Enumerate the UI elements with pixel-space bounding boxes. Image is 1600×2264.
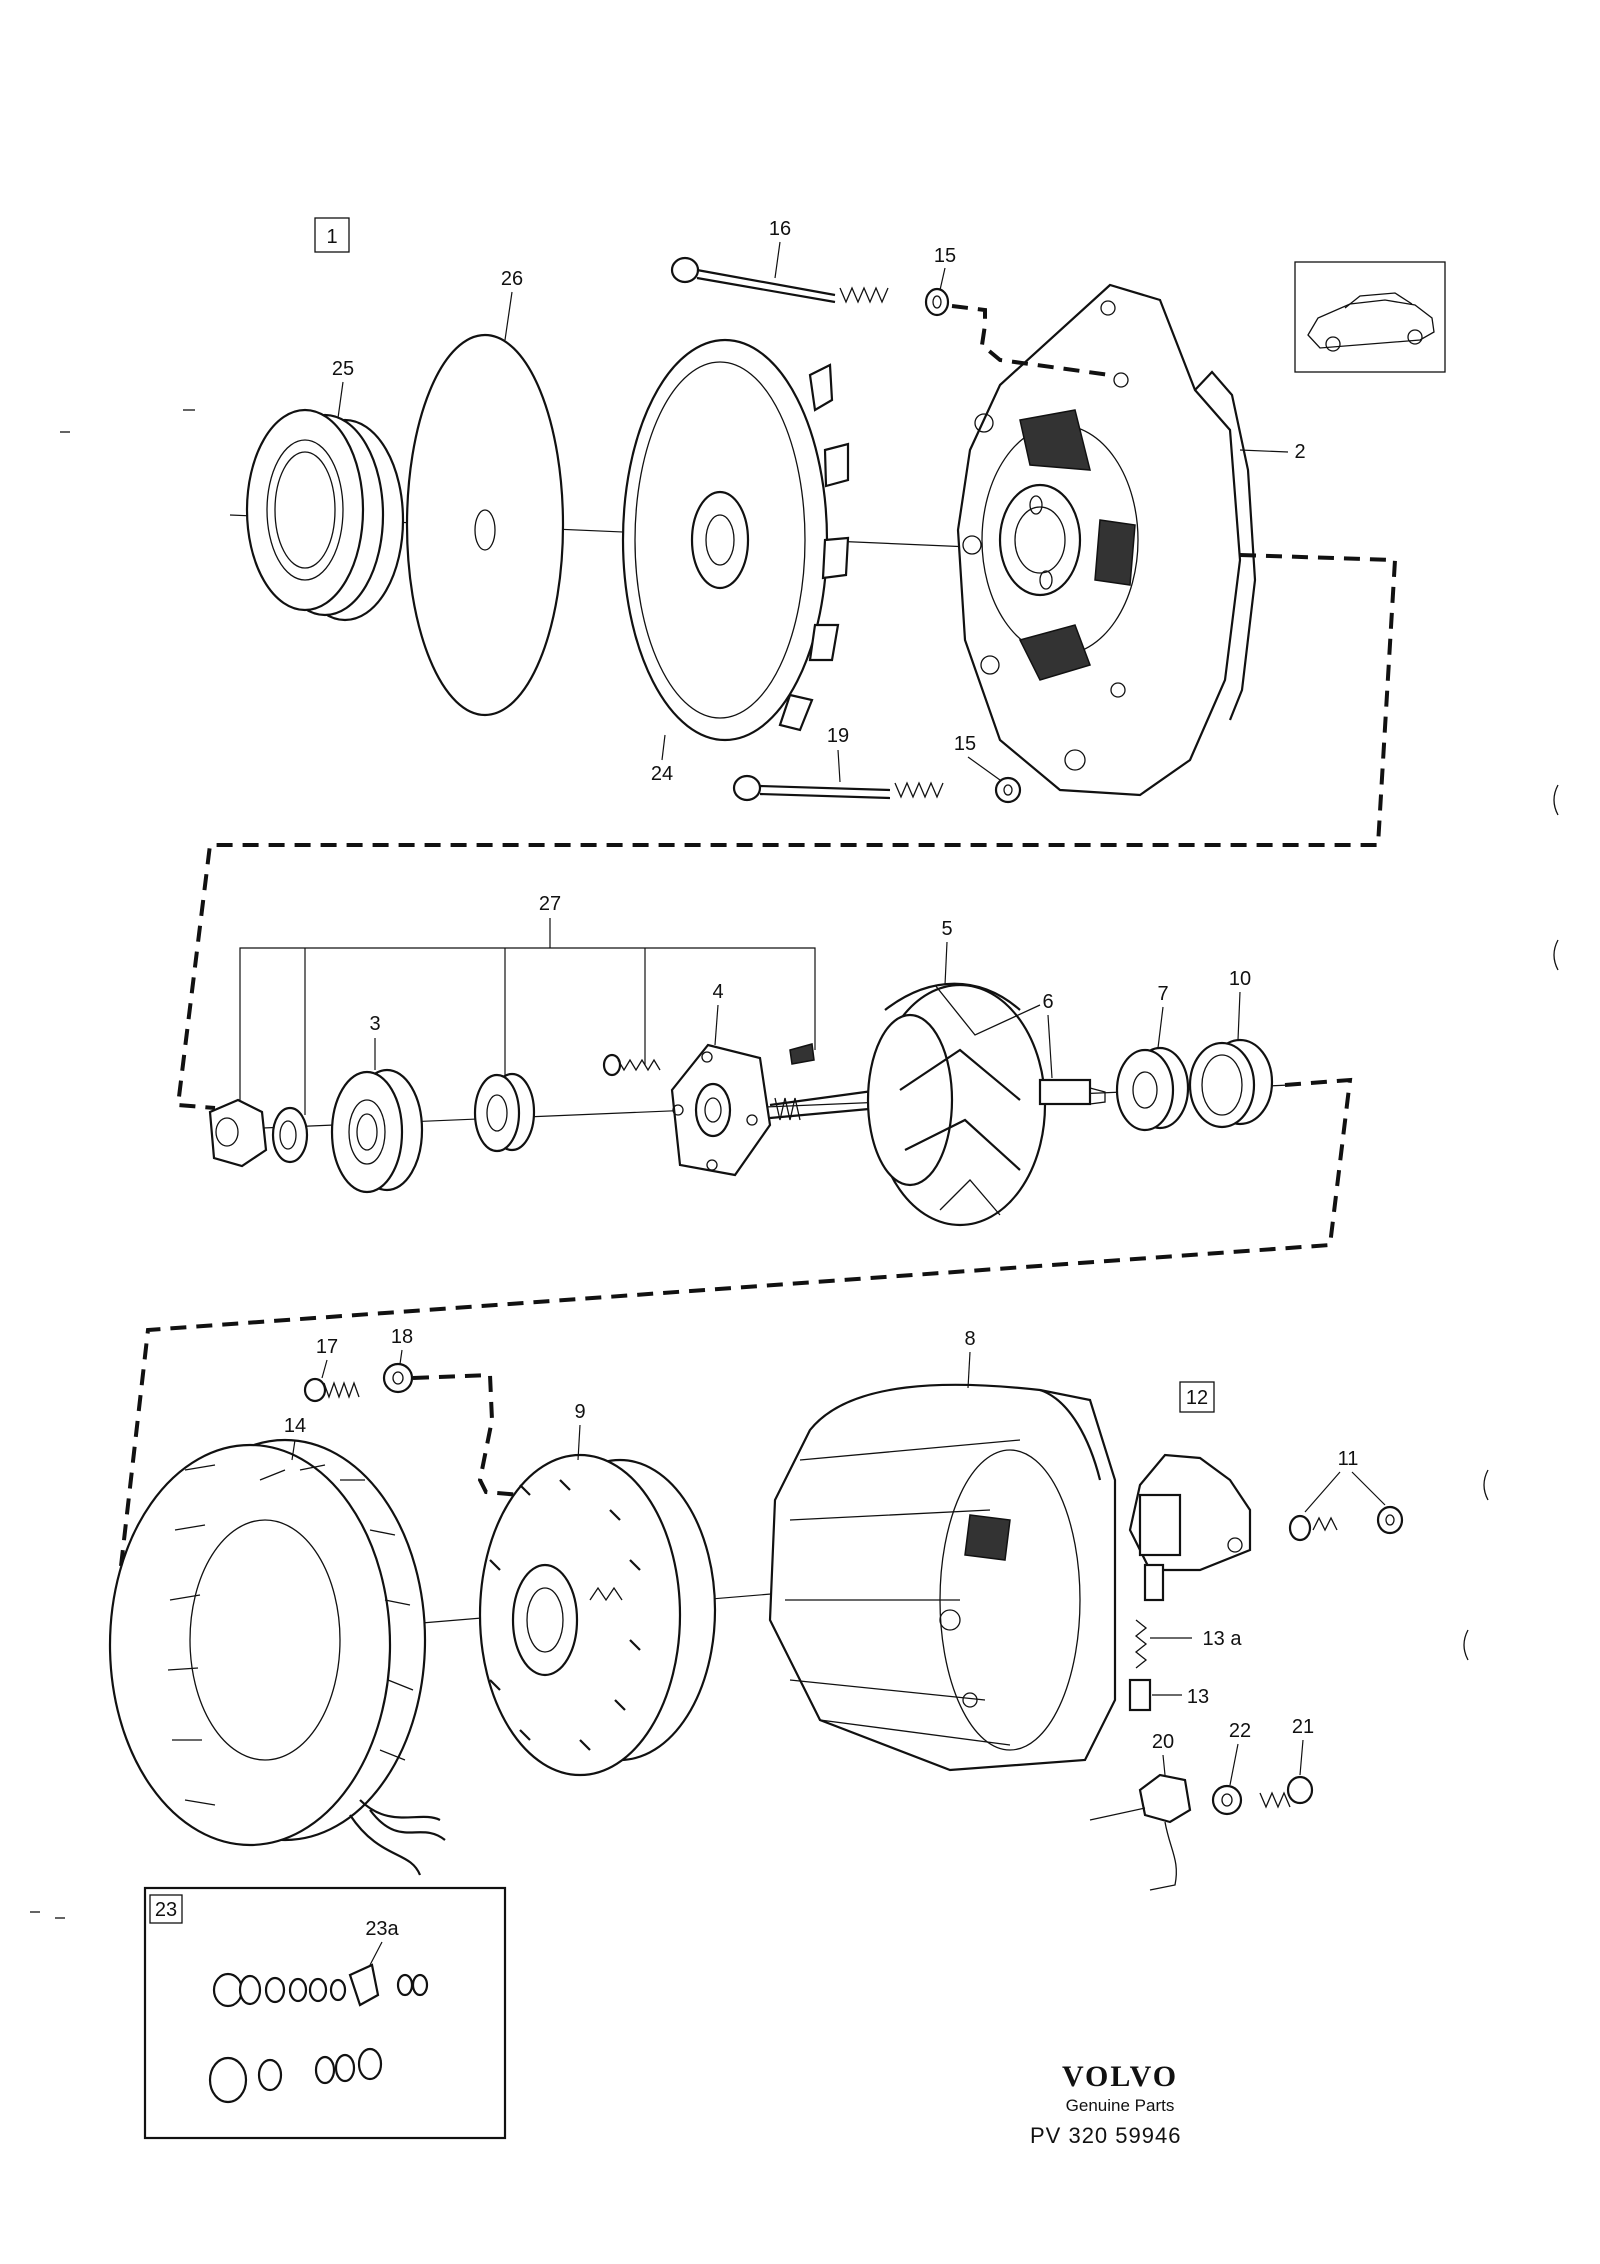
- bearing-front: [330, 1068, 424, 1194]
- washer-lower: [994, 776, 1022, 804]
- callout-9: 9: [574, 1401, 585, 1423]
- carbon-brush: [1128, 1678, 1152, 1712]
- voltage-regulator: [1128, 1453, 1252, 1602]
- callout-18: 18: [391, 1326, 413, 1348]
- rear-housing: [768, 1383, 1117, 1772]
- callout-25: 25: [332, 358, 354, 380]
- box-label-23: 23: [155, 1899, 177, 1921]
- spacer-disc: [405, 333, 565, 717]
- nut: [208, 1098, 268, 1168]
- pulley: [245, 408, 405, 622]
- suppressor-screw: [1259, 1775, 1314, 1809]
- through-bolt-upper: [670, 256, 889, 304]
- suppressor-capacitor: [1089, 1773, 1192, 1891]
- rectifier-diode-plate: [478, 1453, 717, 1777]
- callout-19: 19: [827, 725, 849, 747]
- retainer-screw: [602, 1053, 661, 1077]
- callout-labels: 16 15 26 25 2 24 19 15 27 3 4 5 6 7 10 8…: [284, 218, 1386, 1966]
- callout-14: 14: [284, 1415, 306, 1437]
- scan-margin-marks: [30, 409, 1559, 1919]
- group-box-label: 1: [326, 226, 337, 248]
- lock-washer: [271, 1106, 309, 1164]
- spacer-ring: [473, 1072, 536, 1153]
- callout-10: 10: [1229, 968, 1251, 990]
- front-housing: [956, 283, 1257, 797]
- fan: [621, 338, 850, 742]
- part-number: PV 320 59946: [1030, 2123, 1182, 2148]
- brush-spring: [1134, 1619, 1148, 1669]
- regulator-screw: [1288, 1505, 1404, 1542]
- box-label-12: 12: [1186, 1387, 1208, 1409]
- washer-upper: [924, 287, 950, 317]
- brand-logo-text: VOLVO: [1061, 2060, 1179, 2093]
- callout-27: 27: [539, 893, 561, 915]
- callout-22: 22: [1229, 1720, 1251, 1742]
- callout-15-lower: 15: [954, 733, 976, 755]
- callout-17: 17: [316, 1336, 338, 1358]
- stator-screw-dashed-line: [412, 1372, 521, 1497]
- stator: [108, 1438, 446, 1876]
- bearing-retainer-plate: [670, 1043, 772, 1177]
- stator-washer: [382, 1362, 414, 1394]
- callout-23a: 23a: [365, 1918, 399, 1940]
- callout-11: 11: [1338, 1448, 1359, 1470]
- rotor: [769, 982, 1106, 1227]
- callout-15-upper: 15: [934, 245, 956, 267]
- callout-3: 3: [369, 1013, 380, 1035]
- stator-screw: [303, 1377, 360, 1403]
- car-thumbnail-icon: [1294, 261, 1446, 373]
- group-box-1: 1: [314, 217, 350, 253]
- callout-24: 24: [651, 763, 673, 785]
- bearing-seal: [1188, 1038, 1274, 1129]
- bearing-rear: [1115, 1046, 1190, 1132]
- regulator-group-box-12: 12: [1179, 1381, 1215, 1413]
- callout-6: 6: [1042, 991, 1053, 1013]
- kit-27-bracket: [239, 947, 816, 1115]
- repair-kit-box-23: 23: [143, 1886, 507, 2140]
- middle-bottom-dashed-line: [109, 1077, 1353, 1648]
- suppressor-washer: [1211, 1784, 1243, 1816]
- callout-21: 21: [1292, 1716, 1314, 1738]
- callout-13: 13: [1187, 1686, 1209, 1708]
- woodruff-key: [789, 1043, 815, 1065]
- callout-7: 7: [1157, 983, 1168, 1005]
- callout-5: 5: [941, 918, 952, 940]
- callout-16: 16: [769, 218, 791, 240]
- callout-4: 4: [712, 981, 723, 1003]
- volvo-brand-block: VOLVO Genuine Parts: [1030, 2060, 1210, 2116]
- callout-8: 8: [964, 1328, 975, 1350]
- upper-bolt-dashed-line: [951, 304, 1111, 377]
- callout-13a: 13 a: [1203, 1628, 1243, 1650]
- callout-2: 2: [1294, 441, 1305, 463]
- through-bolt-lower: [732, 774, 944, 802]
- callout-20: 20: [1152, 1731, 1174, 1753]
- callout-26: 26: [501, 268, 523, 290]
- brand-subtitle: Genuine Parts: [1065, 2096, 1175, 2115]
- top-middle-dashed-line: [175, 553, 1398, 1110]
